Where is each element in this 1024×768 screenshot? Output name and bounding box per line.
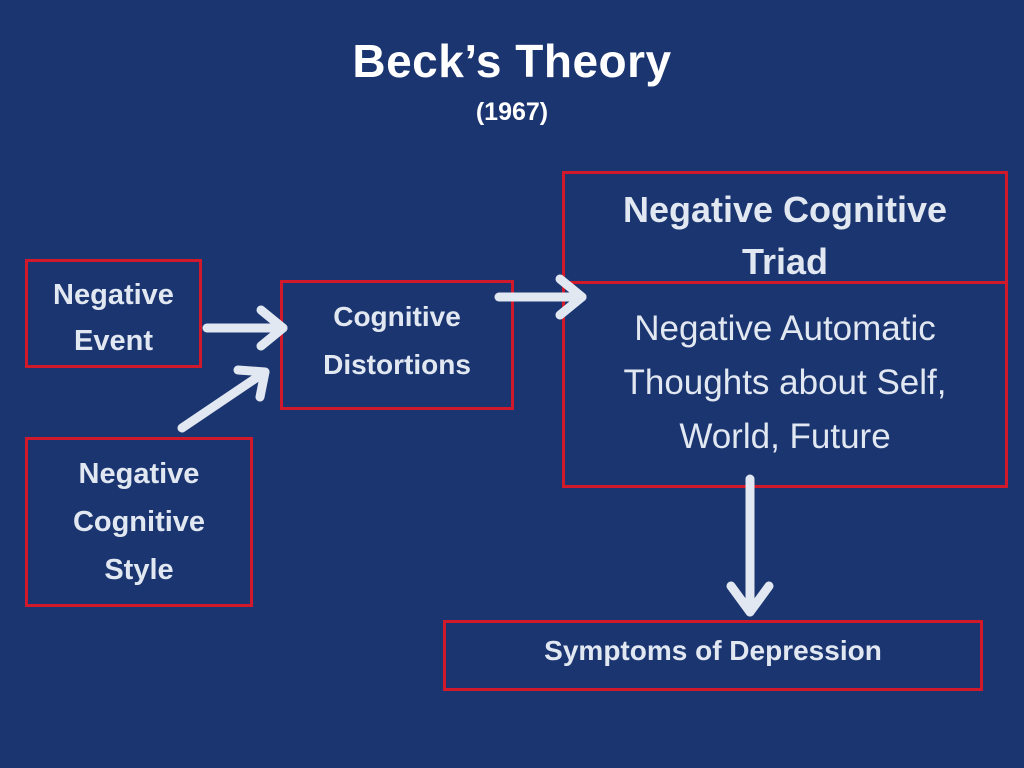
page-title: Beck’s Theory — [352, 35, 672, 87]
symptoms-of-depression-label: Symptoms of Depression — [544, 635, 882, 666]
arrow-thoughts-to-symptoms — [726, 474, 774, 617]
cognitive-distortions-box: Cognitive Distortions — [280, 280, 514, 410]
arrow-style-to-distortions — [177, 365, 270, 433]
negative-automatic-thoughts-box: Negative Automatic Thoughts about Self, … — [562, 281, 1008, 488]
negative-cognitive-triad-box: Negative Cognitive Triad — [562, 171, 1008, 284]
page-subtitle-year: (1967) — [475, 98, 549, 126]
negative-cognitive-triad-label: Negative Cognitive Triad — [622, 189, 948, 282]
negative-event-label: Negative Event — [53, 279, 174, 357]
negative-cognitive-style-label: Negative Cognitive Style — [72, 458, 206, 586]
negative-automatic-thoughts-label: Negative Automatic Thoughts about Self, … — [623, 309, 947, 456]
symptoms-of-depression-box: Symptoms of Depression — [443, 620, 983, 691]
negative-event-box: Negative Event — [25, 259, 202, 368]
arrow-event-to-distortions — [202, 305, 288, 351]
cognitive-distortions-label: Cognitive Distortions — [323, 301, 471, 380]
negative-cognitive-style-box: Negative Cognitive Style — [25, 437, 253, 607]
